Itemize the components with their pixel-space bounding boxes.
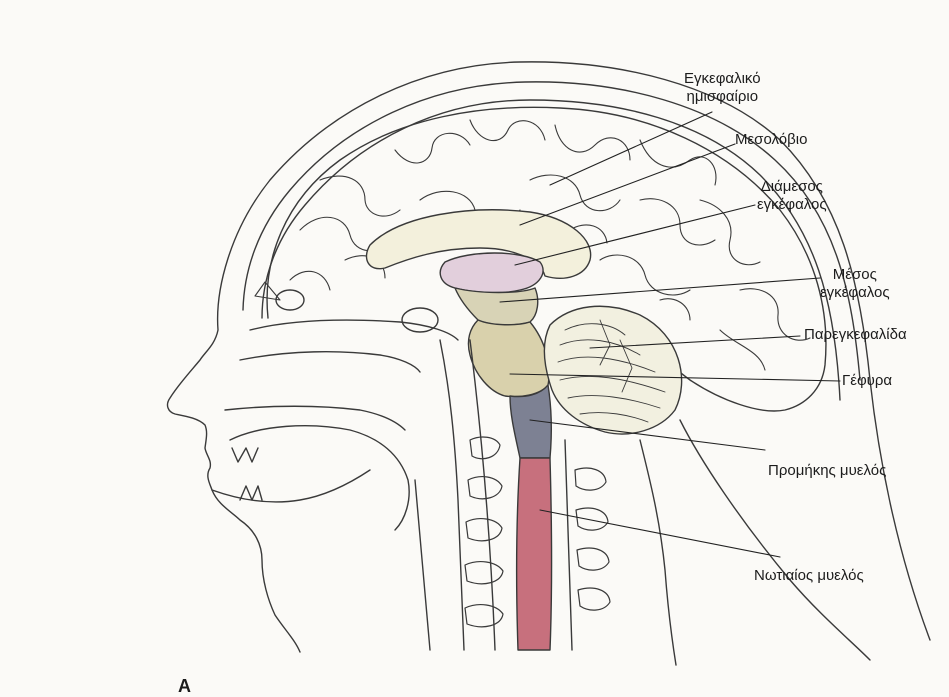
airway [415,480,430,650]
label-cerebral-hemisphere-line2: ημισφαίριο [684,88,761,106]
jaw [212,470,370,502]
label-midbrain: Μέσος εγκέφαλος [820,266,890,302]
pons [468,320,549,397]
leader-midbrain [500,278,820,302]
spinal-cord [517,458,552,650]
tongue [230,426,409,530]
label-pons: Γέφυρα [842,372,892,390]
label-cerebellum-line1: Παρεγκεφαλίδα [804,326,907,344]
upper-teeth [232,448,258,462]
label-cerebral-hemisphere-line1: Εγκεφαλικό [684,70,761,88]
label-corpus-callosum-line1: Μεσολόβιο [735,131,807,149]
label-diencephalon-line1: Διάμεσος [757,178,827,196]
label-corpus-callosum: Μεσολόβιο [735,131,807,149]
canal-back [565,440,572,650]
leader-spinal-cord [540,510,780,557]
label-diencephalon: Διάμεσος εγκέφαλος [757,178,827,214]
panel-letter: A [178,676,191,697]
label-pons-line1: Γέφυρα [842,372,892,390]
label-cerebellum: Παρεγκεφαλίδα [804,326,907,344]
nasal-cavity [240,320,458,372]
label-spinal-cord-line1: Νωτιαίος μυελός [754,567,864,585]
diencephalon [440,253,543,293]
cerebellum [544,306,681,434]
label-spinal-cord: Νωτιαίος μυελός [754,567,864,585]
label-medulla-line1: Προμήκης μυελός [768,462,886,480]
label-midbrain-line2: εγκέφαλος [820,284,890,302]
label-diencephalon-line2: εγκέφαλος [757,196,827,214]
sphenoid-sinus [402,308,438,332]
pharynx [440,340,464,650]
label-midbrain-line1: Μέσος [820,266,890,284]
neck-back [680,420,870,660]
label-cerebral-hemisphere: Εγκεφαλικό ημισφαίριο [684,70,761,106]
neck-inner [640,440,676,665]
label-medulla: Προμήκης μυελός [768,462,886,480]
midbrain [455,288,538,325]
leader-cerebral-hemisphere [550,112,712,185]
lower-teeth [240,486,262,500]
